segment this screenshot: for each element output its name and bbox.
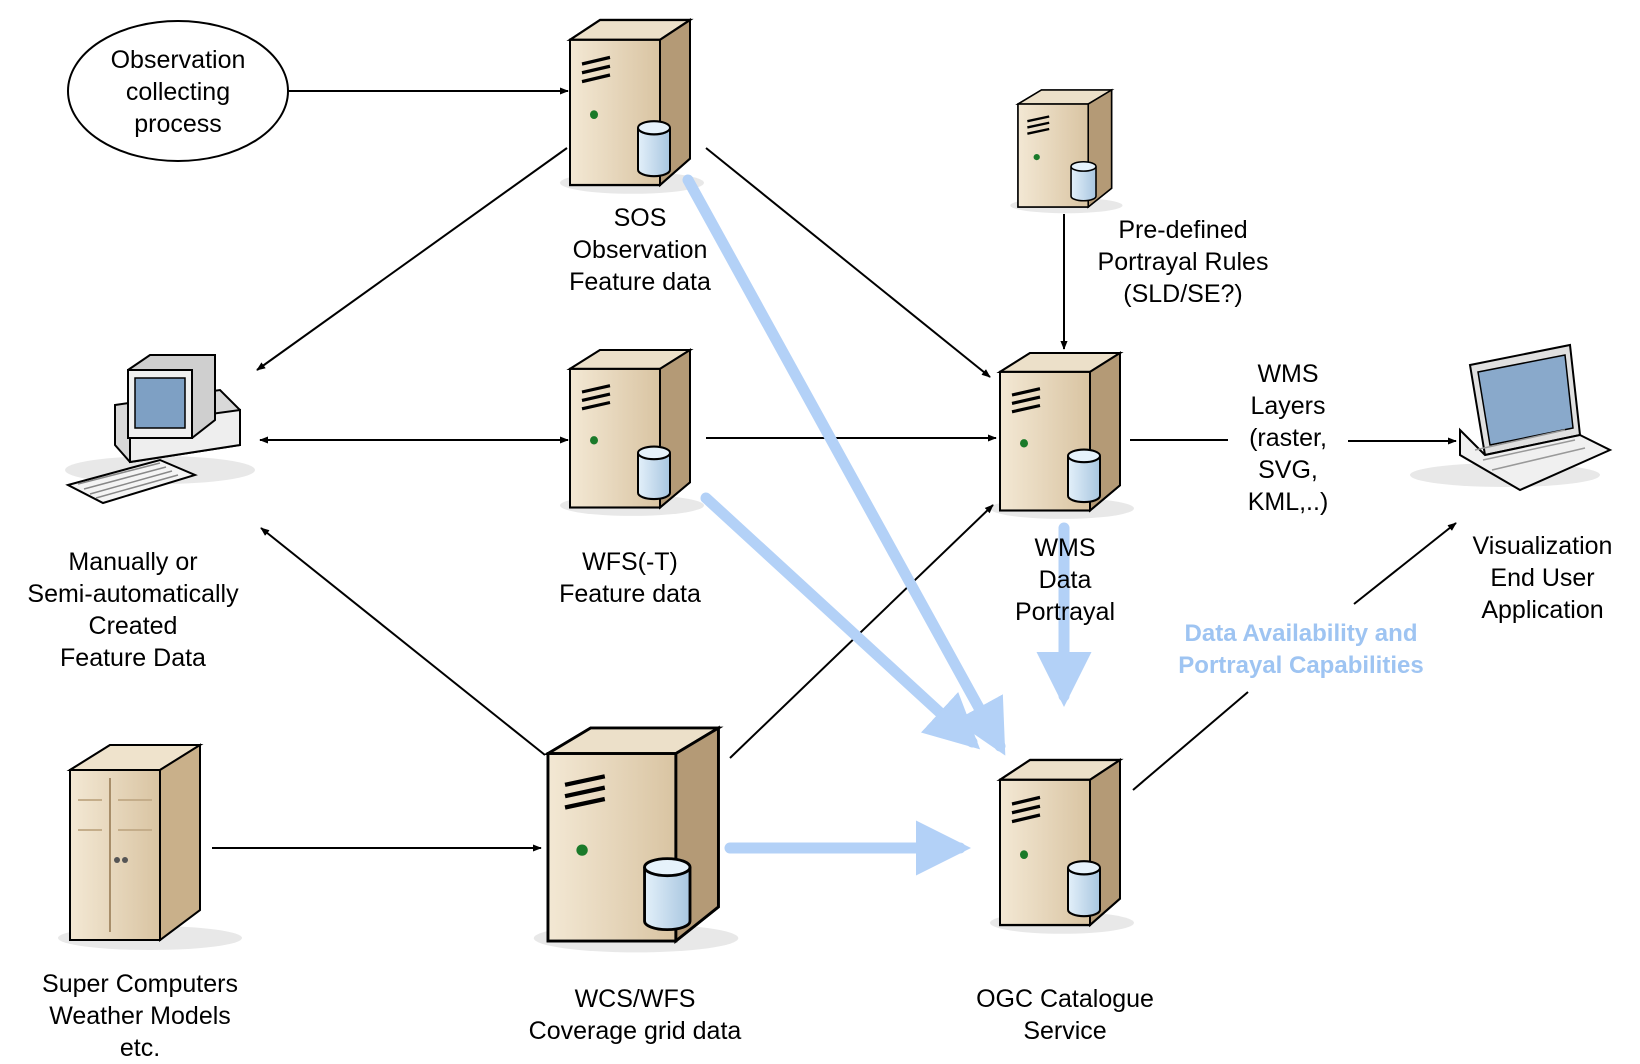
- visualization-label: Visualization End User Application: [1472, 532, 1613, 624]
- blue-arrow-sos-to-catalogue: [682, 174, 1006, 756]
- observation-process-label: Observation collecting process: [110, 46, 246, 138]
- supercomputer-icon: [58, 743, 242, 950]
- catalogue-label: OGC Catalogue Service: [976, 985, 1154, 1045]
- arrow-sos-to-wms: [705, 147, 991, 378]
- line-catalogue-to-label: [1132, 691, 1249, 791]
- arrow-sos-to-manual: [256, 147, 568, 371]
- portrayal-rules-label: Pre-defined Portrayal Rules (SLD/SE?): [1097, 216, 1269, 308]
- wfs-label: WFS(-T) Feature data: [559, 548, 701, 608]
- wcs-label: WCS/WFS Coverage grid data: [528, 985, 742, 1045]
- manual-data-label: Manually or Semi-automatically Created F…: [27, 548, 239, 672]
- sos-server-icon: [558, 18, 706, 196]
- arrow-wcs-to-manual: [260, 527, 546, 756]
- arrow-label-to-viz: [1353, 522, 1457, 605]
- portrayal-rules-server-icon: [1009, 88, 1124, 215]
- super-computers-label: Super Computers Weather Models etc.: [42, 970, 238, 1062]
- catalogue-server-icon: [988, 758, 1136, 936]
- wms-label: WMS Data Portrayal: [1014, 534, 1116, 626]
- laptop-icon: [1410, 343, 1613, 492]
- arrow-wcs-to-wms: [729, 504, 994, 759]
- wcs-server-icon: [534, 728, 738, 952]
- availability-label: Data Availability and Portrayal Capabili…: [1178, 620, 1424, 679]
- wfs-server-icon: [558, 348, 706, 518]
- wms-server-icon: [988, 351, 1136, 521]
- wms-layers-label: WMS Layers (raster, SVG, KML,..): [1247, 360, 1329, 516]
- blue-arrow-wfs-to-catalogue: [700, 492, 981, 750]
- desktop-computer-icon: [65, 354, 255, 505]
- sos-label: SOS Observation Feature data: [569, 204, 711, 296]
